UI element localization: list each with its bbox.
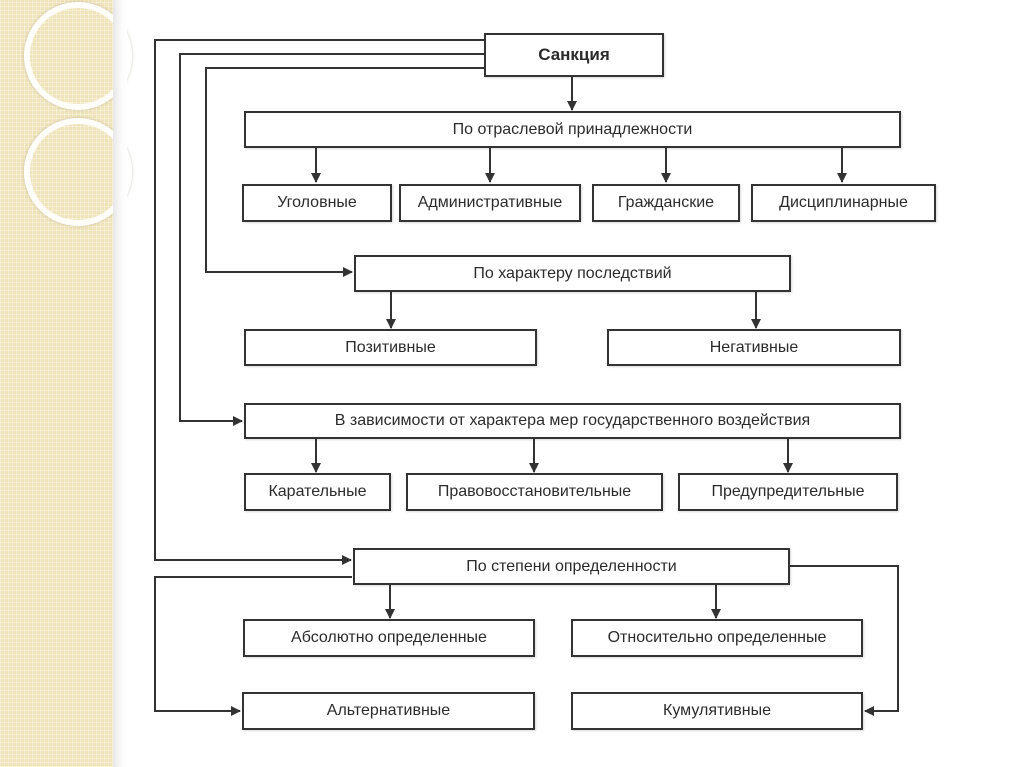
side-divider — [113, 0, 127, 767]
item-punitive: Карательные — [244, 473, 391, 511]
connector-root-to-certainty — [154, 39, 484, 565]
item-alternative: Альтернативные — [242, 692, 535, 730]
item-relative: Относительно определенные — [571, 619, 863, 657]
connector-root-to-state-measures — [179, 53, 484, 426]
group-state-measures: В зависимости от характера мер государст… — [244, 403, 901, 439]
item-positive: Позитивные — [244, 329, 537, 366]
decorative-ring — [24, 2, 132, 110]
connector-to-cumulative — [790, 565, 899, 716]
connector-to-alternative — [154, 576, 352, 716]
group-certainty: По степени определенности — [353, 548, 790, 585]
item-administrative: Административные — [399, 184, 581, 222]
item-restorative: Правовосстановительные — [406, 473, 663, 511]
connector-root-to-consequences — [205, 67, 484, 277]
group-consequences: По характеру последствий — [354, 255, 791, 292]
item-criminal: Уголовные — [242, 184, 392, 222]
decorative-ring — [24, 118, 132, 226]
decorative-side-panel — [0, 0, 132, 767]
item-negative: Негативные — [607, 329, 901, 366]
node-sanction: Санкция — [484, 33, 664, 77]
item-civil: Гражданские — [592, 184, 740, 222]
item-cumulative: Кумулятивные — [571, 692, 863, 730]
item-absolute: Абсолютно определенные — [243, 619, 535, 657]
group-branch-sector: По отраслевой принадлежности — [244, 111, 901, 148]
item-disciplinary: Дисциплинарные — [751, 184, 936, 222]
item-preventive: Предупредительные — [678, 473, 898, 511]
